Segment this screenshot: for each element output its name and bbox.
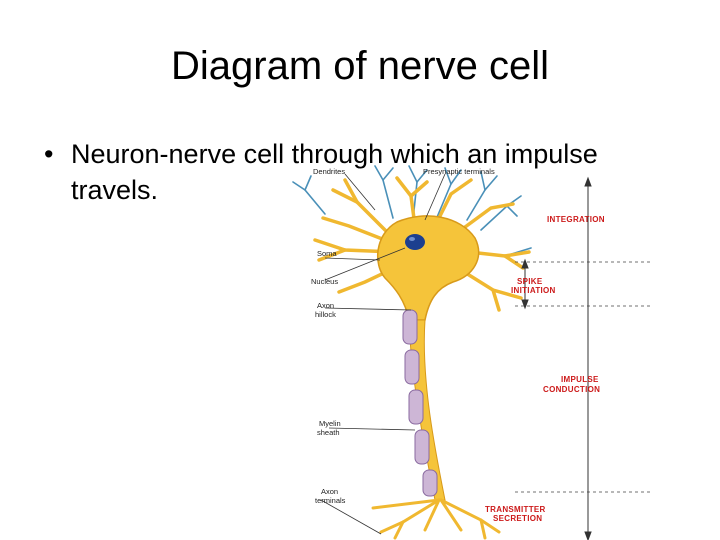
stage-integration: INTEGRATION [547,215,605,224]
stage-transmitter-line2: SECRETION [493,514,542,523]
nucleus-shape [405,234,425,250]
stage-separators [515,261,650,493]
label-axon-hillock-line1: Axon [317,301,334,310]
stage-spike-line1: SPIKE [517,277,543,286]
axon-terminals [371,498,501,540]
label-leaders [320,173,446,535]
stage-impulse-line1: IMPULSE [561,375,599,384]
bullet-text: Neuron-nerve cell through which an impul… [71,139,598,205]
nucleolus-highlight [409,237,415,241]
soma-shape [377,215,480,321]
stage-arrows [521,176,592,540]
label-myelin-line2: sheath [317,428,340,437]
presynaptic-branches [292,165,532,257]
label-dendrites: Dendrites [313,167,345,176]
label-axon-terminals-line1: Axon [321,487,338,496]
neuron-diagram: Dendrites Presynaptic terminals Soma Nuc… [292,165,650,540]
stage-impulse-line2: CONDUCTION [543,385,600,394]
label-myelin-line1: Myelin [319,419,341,428]
bullet-item: • Neuron-nerve cell through which an imp… [44,136,604,208]
stage-transmitter-line1: TRANSMITTER [485,505,546,514]
label-soma: Soma [317,249,337,258]
label-presynaptic-terminals: Presynaptic terminals [423,167,495,176]
bullet-symbol: • [44,139,54,169]
stage-spike-line2: INITIATION [511,286,556,295]
label-axon-terminals-line2: terminals [315,496,346,505]
slide-title: Diagram of nerve cell [171,44,549,88]
label-nucleus: Nucleus [311,277,338,286]
label-axon-hillock-line2: hillock [315,310,336,319]
